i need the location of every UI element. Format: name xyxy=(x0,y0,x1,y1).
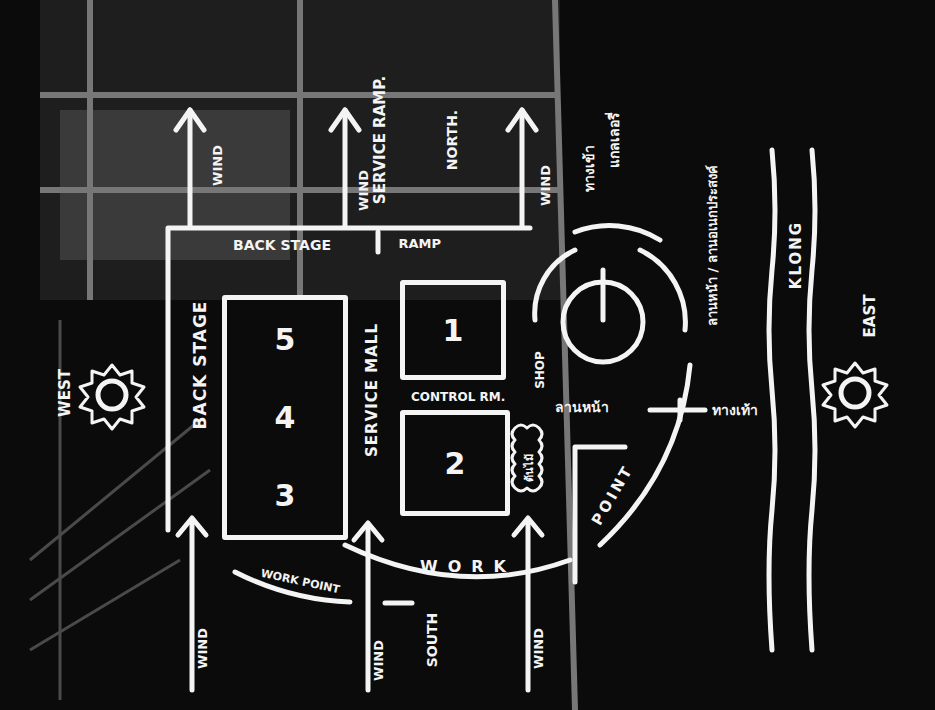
arrow-head xyxy=(176,110,204,130)
box-number: 3 xyxy=(275,478,296,513)
wind-arrow xyxy=(366,525,371,690)
photo-frames xyxy=(40,0,575,710)
wind-arrow xyxy=(190,520,195,690)
wind-arrow xyxy=(188,110,193,226)
plan-label: ต้นไม้ xyxy=(520,454,538,482)
sketch-ink xyxy=(80,110,887,690)
studio-box: 1 xyxy=(400,280,506,380)
plan-label: CONTROL RM. xyxy=(411,390,505,404)
arrow-head xyxy=(514,518,542,535)
photo-window xyxy=(40,0,560,300)
plan-label: BACK STAGE xyxy=(233,237,331,253)
rail-line xyxy=(30,560,180,650)
hall-box: 5 4 3 xyxy=(222,295,348,540)
plan-label: NORTH. xyxy=(444,110,460,170)
plan-label: ทางเข้า xyxy=(577,145,599,192)
box-number: 1 xyxy=(443,313,464,348)
tree-squiggle xyxy=(512,425,542,491)
entrance-pointer xyxy=(601,270,606,320)
arrow-head xyxy=(331,110,359,130)
plan-label: ทางเท้า xyxy=(712,399,758,421)
plan-label: WIND xyxy=(209,145,224,186)
plan-label: BACK STAGE xyxy=(190,301,210,430)
klong-bank xyxy=(809,150,815,650)
frame-line xyxy=(297,0,303,300)
sun-rays xyxy=(80,365,144,429)
klong-bank xyxy=(769,150,775,650)
plan-label: RAMP xyxy=(399,236,442,251)
plan-label: WIND xyxy=(537,165,552,206)
plan-label: SOUTH xyxy=(424,613,440,668)
photo-railing xyxy=(30,320,210,700)
box-number: 5 xyxy=(275,322,296,357)
plan-label: WIND xyxy=(370,640,385,681)
plan-label: WORK xyxy=(420,557,516,576)
box-number: 4 xyxy=(275,400,296,435)
entrance-arc xyxy=(640,250,685,330)
plan-label: KLONG xyxy=(787,221,805,289)
plan-label: แกลเลอรี่ xyxy=(603,112,625,168)
arrow-head xyxy=(354,523,382,540)
plan-label: WIND xyxy=(530,628,545,669)
arrow-head xyxy=(178,518,206,535)
plan-label: SHOP xyxy=(533,351,547,389)
plan-label: WIND xyxy=(355,170,370,211)
plan-label: SERVICE RAMP. xyxy=(371,76,389,204)
sun-symbol xyxy=(98,381,126,409)
wind-arrow xyxy=(343,110,348,226)
walkway-tick xyxy=(678,400,683,420)
studio-box: 2 xyxy=(400,410,510,516)
plan-label: WEST xyxy=(56,369,74,417)
wind-arrow xyxy=(520,110,525,226)
plan-label: ลานหน้า / ลานอเนกประสงค์ xyxy=(701,165,722,326)
point-arc xyxy=(600,365,690,545)
plan-label: SERVICE MALL xyxy=(363,323,381,457)
plan-label: ลานหน้า xyxy=(555,396,609,418)
arrow-head xyxy=(508,110,536,130)
rail-line xyxy=(30,470,210,600)
frame-line xyxy=(555,0,575,710)
entrance-arc xyxy=(575,225,660,240)
box-number: 2 xyxy=(445,446,466,481)
frame-line xyxy=(87,0,93,300)
sun-symbol xyxy=(841,379,869,407)
ramp-tick xyxy=(376,232,381,252)
entrance-arc xyxy=(535,250,575,320)
plan-label: WIND xyxy=(194,628,209,669)
wind-arrow xyxy=(526,520,531,690)
plan-label: EAST xyxy=(861,295,879,338)
work-arc xyxy=(345,545,570,577)
sun-rays xyxy=(823,363,887,427)
work-point-dash xyxy=(385,601,412,606)
